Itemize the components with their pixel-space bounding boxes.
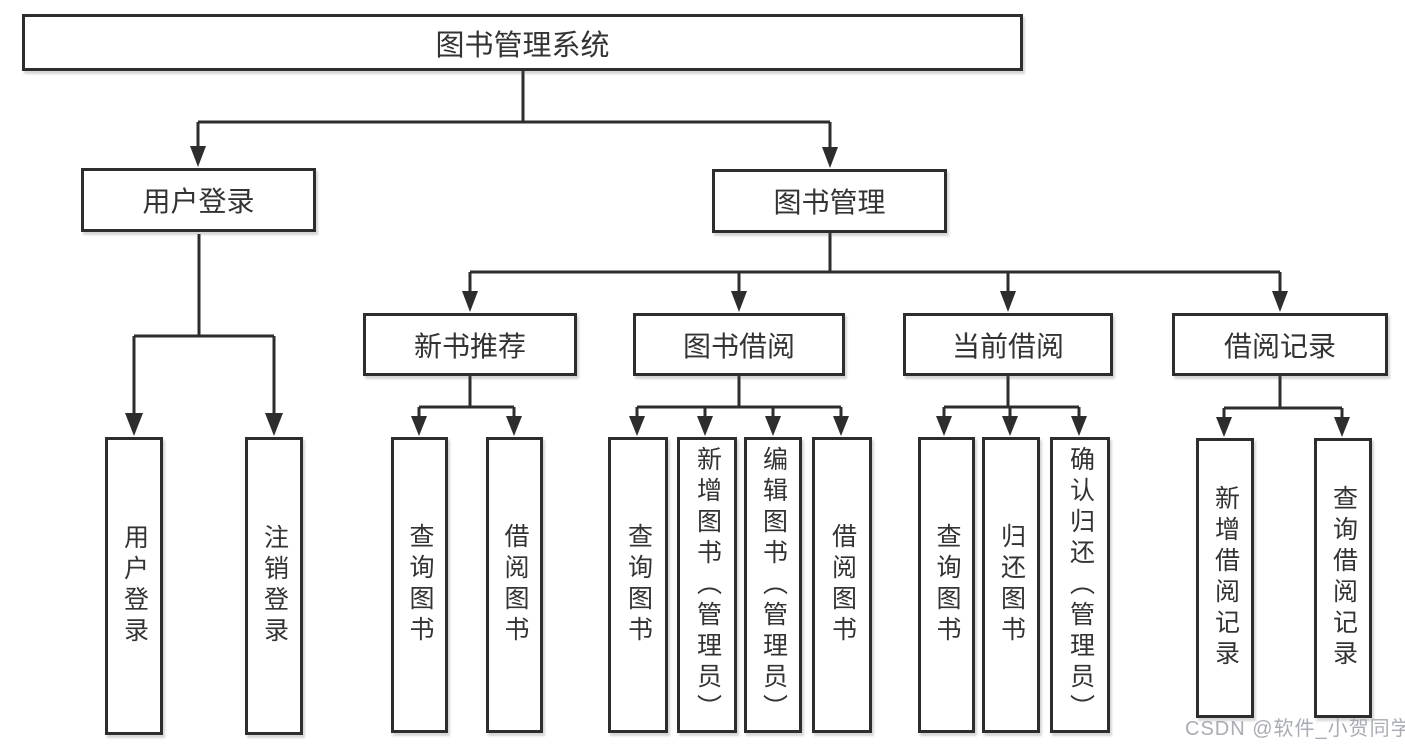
leaf-user-login: 用户登录: [105, 437, 163, 735]
node-book-management: 图书管理: [712, 169, 947, 233]
leaf-add-books-admin: 新增图书（管理员）: [677, 437, 737, 733]
leaf-confirm-return-admin-label: 确认归还（管理员）: [1066, 445, 1095, 725]
node-borrow-records-label: 借阅记录: [1223, 330, 1336, 362]
leaf-borrow-books-recommend: 借阅图书: [486, 437, 543, 733]
node-root-library-management-system: 图书管理系统: [22, 14, 1023, 71]
node-current-borrow-label: 当前借阅: [951, 330, 1064, 362]
leaf-borrow-books-label: 借阅图书: [828, 523, 857, 647]
leaf-return-books: 归还图书: [982, 437, 1040, 733]
node-borrow-records: 借阅记录: [1172, 313, 1388, 376]
node-current-borrow: 当前借阅: [903, 313, 1113, 376]
leaf-query-books-recommend-label: 查询图书: [406, 523, 434, 647]
leaf-query-borrow-record: 查询借阅记录: [1314, 438, 1372, 718]
leaf-return-books-label: 归还图书: [997, 523, 1026, 647]
leaf-edit-books-admin: 编辑图书（管理员）: [744, 437, 802, 733]
leaf-logout: 注销登录: [245, 437, 303, 735]
leaf-logout-label: 注销登录: [260, 524, 289, 648]
node-new-book-recommend-label: 新书推荐: [413, 330, 526, 362]
leaf-query-books-recommend: 查询图书: [391, 437, 448, 733]
node-new-book-recommend: 新书推荐: [363, 313, 577, 376]
leaf-add-borrow-record: 新增借阅记录: [1196, 438, 1254, 718]
leaf-query-books-current: 查询图书: [918, 437, 975, 733]
node-book-management-label: 图书管理: [773, 187, 886, 218]
node-book-borrow-label: 图书借阅: [682, 330, 795, 362]
leaf-borrow-books-recommend-label: 借阅图书: [501, 523, 529, 647]
node-root-label: 图书管理系统: [435, 29, 610, 62]
leaf-query-borrow-record-label: 查询借阅记录: [1329, 485, 1358, 671]
leaf-query-books-borrow-label: 查询图书: [624, 523, 653, 647]
arrowheads: [125, 146, 1350, 437]
node-user-login-label: 用户登录: [142, 186, 255, 217]
leaf-add-borrow-record-label: 新增借阅记录: [1211, 485, 1240, 671]
leaf-query-books-current-label: 查询图书: [933, 523, 961, 647]
csdn-watermark: CSDN @软件_小贺同学: [1185, 718, 1405, 740]
leaf-edit-books-admin-label: 编辑图书（管理员）: [759, 445, 788, 725]
leaf-user-login-label: 用户登录: [120, 524, 149, 648]
node-user-login: 用户登录: [81, 168, 316, 232]
leaf-query-books-borrow: 查询图书: [608, 437, 668, 733]
leaf-confirm-return-admin: 确认归还（管理员）: [1050, 437, 1110, 733]
node-book-borrow: 图书借阅: [633, 313, 845, 376]
leaf-borrow-books: 借阅图书: [812, 437, 872, 733]
leaf-add-books-admin-label: 新增图书（管理员）: [693, 445, 722, 725]
